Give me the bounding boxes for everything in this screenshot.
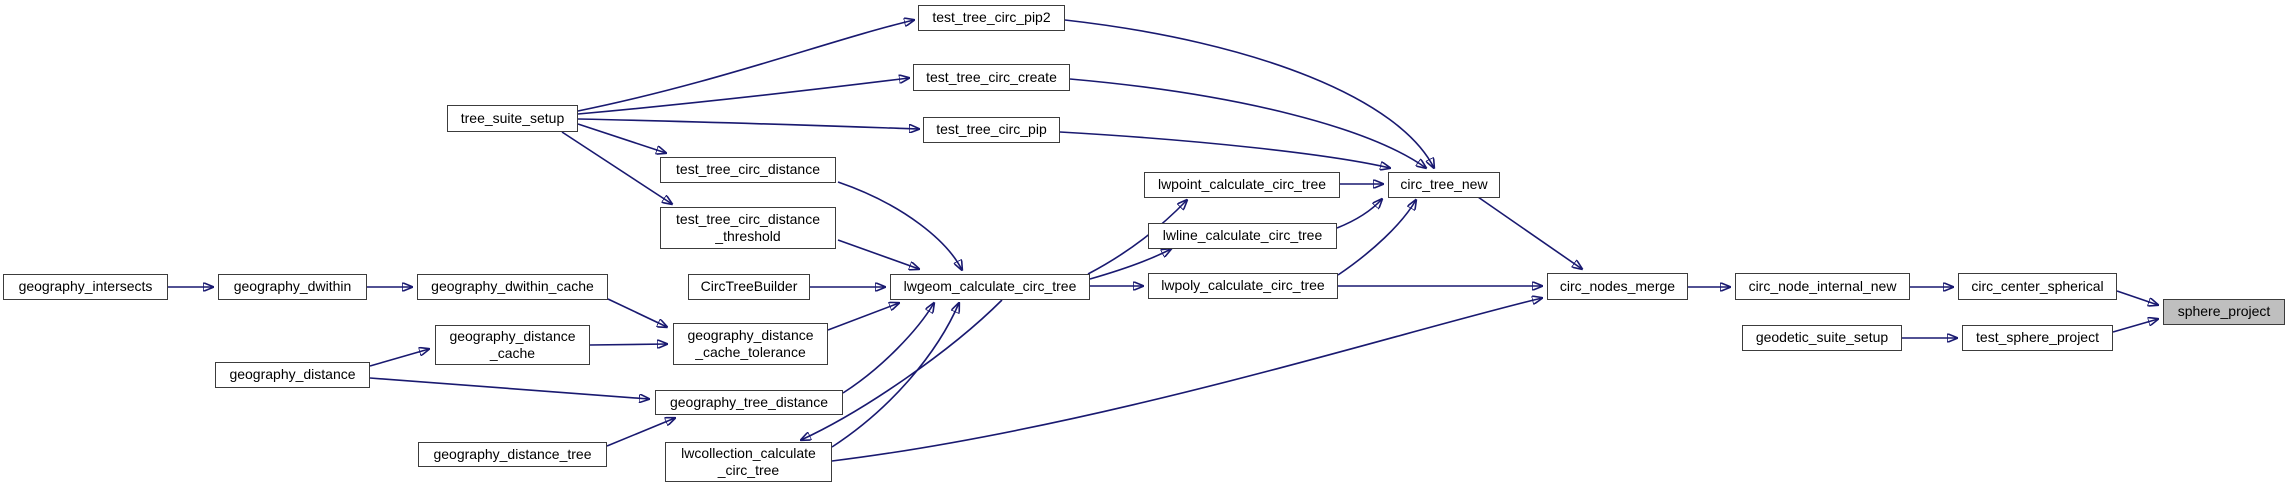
node-CircTreeBuilder[interactable]: CircTreeBuilder (688, 274, 810, 300)
node-test_tree_circ_create[interactable]: test_tree_circ_create (913, 64, 1070, 91)
edge-circ_tree_new-to-circ_nodes_merge (1477, 196, 1582, 269)
edge-geography_distance_cache_tolerance-to-lwgeom_calculate_circ_tree (827, 303, 899, 331)
edge-tree_suite_setup-to-test_tree_circ_pip2 (577, 20, 914, 112)
edge-geography_distance_cache-to-geography_distance_cache_tolerance (589, 344, 667, 345)
edge-test_tree_circ_create-to-circ_tree_new (1069, 78, 1426, 168)
node-geography_tree_distance[interactable]: geography_tree_distance (655, 390, 843, 415)
node-circ_nodes_merge[interactable]: circ_nodes_merge (1547, 273, 1688, 300)
edge-lwgeom_calculate_circ_tree-to-lwpoint_calculate_circ_tree (1087, 200, 1187, 275)
edge-geography_distance-to-geography_distance_cache (369, 349, 429, 367)
node-geography_distance_cache[interactable]: geography_distance _cache (435, 325, 590, 365)
edge-tree_suite_setup-to-test_tree_circ_distance (577, 123, 666, 153)
node-geography_dwithin_cache[interactable]: geography_dwithin_cache (417, 274, 608, 300)
edge-test_tree_circ_pip2-to-circ_tree_new (1064, 19, 1434, 168)
edge-lwcollection_calculate_circ_tree-to-lwgeom_calculate_circ_tree (831, 303, 959, 448)
node-test_tree_circ_distance[interactable]: test_tree_circ_distance (660, 157, 836, 183)
edge-test_tree_circ_distance-to-lwgeom_calculate_circ_tree (837, 181, 962, 270)
edge-geography_tree_distance-to-lwgeom_calculate_circ_tree (842, 303, 934, 394)
node-circ_tree_new[interactable]: circ_tree_new (1388, 172, 1500, 198)
edge-geography_dwithin_cache-to-geography_distance_cache_tolerance (607, 298, 667, 327)
edge-tree_suite_setup-to-test_tree_circ_distance_threshold (561, 131, 672, 204)
node-lwcollection_calculate_circ_tree[interactable]: lwcollection_calculate _circ_tree (665, 442, 832, 482)
edge-test_tree_circ_pip-to-circ_tree_new (1059, 131, 1390, 168)
edge-tree_suite_setup-to-test_tree_circ_pip (577, 118, 919, 129)
edge-test_sphere_project-to-sphere_project (2112, 319, 2158, 333)
edge-lwpoly_calculate_circ_tree-to-circ_tree_new (1337, 200, 1416, 276)
node-test_tree_circ_pip2[interactable]: test_tree_circ_pip2 (918, 5, 1065, 31)
node-test_sphere_project[interactable]: test_sphere_project (1962, 325, 2113, 351)
node-geography_distance_tree[interactable]: geography_distance_tree (418, 442, 607, 467)
node-geodetic_suite_setup[interactable]: geodetic_suite_setup (1742, 325, 1902, 351)
edge-lwgeom_calculate_circ_tree-to-lwline_calculate_circ_tree (1089, 249, 1171, 280)
edge-lwcollection_calculate_circ_tree-to-circ_nodes_merge (831, 298, 1542, 462)
node-geography_distance_cache_tolerance[interactable]: geography_distance _cache_tolerance (673, 323, 828, 365)
node-lwgeom_calculate_circ_tree[interactable]: lwgeom_calculate_circ_tree (890, 274, 1090, 300)
node-test_tree_circ_distance_threshold[interactable]: test_tree_circ_distance _threshold (660, 207, 836, 249)
edge-lwgeom_calculate_circ_tree-to-lwcollection_calculate_circ_tree (801, 299, 1003, 440)
edge-tree_suite_setup-to-test_tree_circ_create (577, 78, 909, 115)
edge-geography_distance_tree-to-geography_tree_distance (606, 418, 675, 447)
node-lwline_calculate_circ_tree[interactable]: lwline_calculate_circ_tree (1148, 223, 1337, 249)
node-geography_dwithin[interactable]: geography_dwithin (218, 274, 367, 300)
node-lwpoly_calculate_circ_tree[interactable]: lwpoly_calculate_circ_tree (1148, 273, 1338, 299)
node-geography_intersects[interactable]: geography_intersects (3, 274, 168, 300)
node-geography_distance[interactable]: geography_distance (215, 362, 370, 388)
node-test_tree_circ_pip[interactable]: test_tree_circ_pip (923, 117, 1060, 143)
edge-test_tree_circ_distance_threshold-to-lwgeom_calculate_circ_tree (837, 239, 919, 269)
edge-geography_distance-to-geography_tree_distance (369, 377, 649, 399)
node-tree_suite_setup[interactable]: tree_suite_setup (447, 105, 578, 132)
node-circ_center_spherical[interactable]: circ_center_spherical (1958, 273, 2117, 300)
edge-circ_center_spherical-to-sphere_project (2116, 290, 2158, 305)
node-sphere_project: sphere_project (2163, 299, 2285, 325)
node-circ_node_internal_new[interactable]: circ_node_internal_new (1735, 273, 1910, 300)
edge-lwline_calculate_circ_tree-to-circ_tree_new (1336, 199, 1382, 229)
node-lwpoint_calculate_circ_tree[interactable]: lwpoint_calculate_circ_tree (1144, 172, 1340, 198)
